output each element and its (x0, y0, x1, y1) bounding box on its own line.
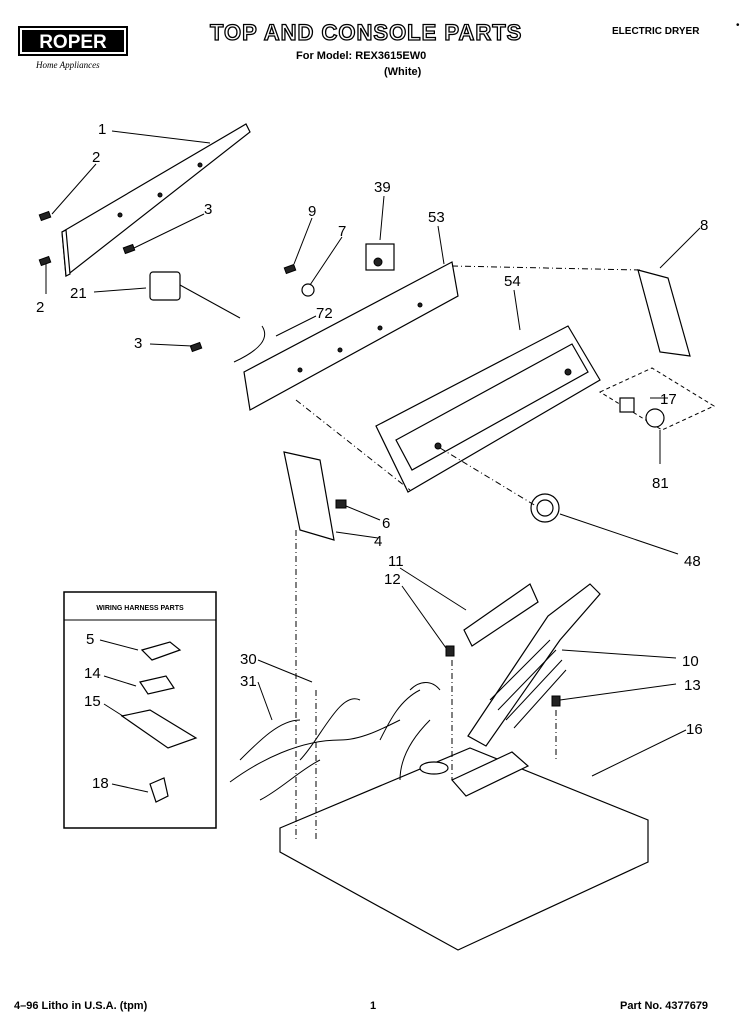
callout-30: 30 (240, 651, 257, 668)
callout-48: 48 (684, 553, 701, 570)
callout-labels: 1 2 2 3 3 21 9 7 39 53 72 54 8 17 81 48 … (36, 121, 708, 738)
callout-13: 13 (684, 677, 701, 694)
callout-21: 21 (70, 285, 87, 302)
part-screws (38, 210, 297, 353)
inset-title: WIRING HARNESS PARTS (96, 605, 184, 612)
callout-39: 39 (374, 179, 391, 196)
callout-2: 2 (36, 299, 44, 316)
callout-10: 10 (682, 653, 699, 670)
part-left-end-cap (283, 451, 347, 541)
callout-4: 4 (374, 533, 382, 550)
callout-11: 11 (388, 553, 404, 570)
callout-53: 53 (428, 209, 445, 226)
brand-logo: ROPER (18, 26, 128, 56)
document-type-mark: • (736, 20, 740, 31)
callout-16: 16 (686, 721, 703, 738)
callout-12: 12 (384, 571, 401, 588)
callout-1: 1 (98, 121, 106, 138)
wiring-harness-inset: WIRING HARNESS PARTS 5 14 15 18 (63, 591, 217, 829)
callout-54: 54 (504, 273, 521, 290)
callout-7: 7 (338, 223, 346, 240)
part-connector-15 (120, 709, 198, 749)
callout-2: 2 (92, 149, 100, 166)
document-type: ELECTRIC DRYER (612, 26, 700, 37)
callout-3: 3 (204, 201, 212, 218)
part-connector-5 (140, 641, 182, 661)
part-knob-set (598, 367, 716, 431)
part-control-panel (233, 261, 459, 411)
part-timer-knob (530, 493, 560, 523)
callout-15: 15 (84, 693, 101, 710)
page-title: TOP AND CONSOLE PARTS (209, 19, 523, 45)
callout-3: 3 (134, 335, 142, 352)
part-timer-motor (149, 271, 241, 319)
callout-arrows (45, 130, 701, 777)
callout-9: 9 (308, 203, 316, 220)
part-console-end-cap (637, 269, 691, 357)
model-line: For Model: REX3615EW0 (296, 50, 427, 62)
part-connector-14 (139, 675, 175, 695)
brand-subtitle: Home Appliances (36, 60, 100, 70)
callout-72: 72 (316, 305, 333, 322)
callout-5: 5 (86, 631, 94, 648)
part-top-panel (279, 747, 649, 951)
part-switch (301, 243, 395, 297)
callout-31: 31 (240, 673, 257, 690)
part-lint-filter (445, 583, 601, 747)
part-wiring-harness (229, 682, 441, 801)
part-connector-18 (149, 777, 169, 803)
color-line: (White) (384, 66, 422, 78)
callout-18: 18 (92, 775, 109, 792)
callout-8: 8 (700, 217, 708, 234)
leader-lines-dashed (295, 265, 641, 840)
part-console (375, 325, 601, 493)
footer-litho: 4–96 Litho in U.S.A. (tpm) (14, 1000, 148, 1012)
callout-14: 14 (84, 665, 101, 682)
footer-page-number: 1 (370, 1000, 377, 1012)
callout-81: 81 (652, 475, 669, 492)
brand-name: ROPER (39, 32, 107, 53)
footer-part-number: Part No. 4377679 (620, 1000, 709, 1012)
part-rear-panel (61, 123, 251, 278)
callout-17: 17 (660, 391, 677, 408)
callout-6: 6 (382, 515, 390, 532)
